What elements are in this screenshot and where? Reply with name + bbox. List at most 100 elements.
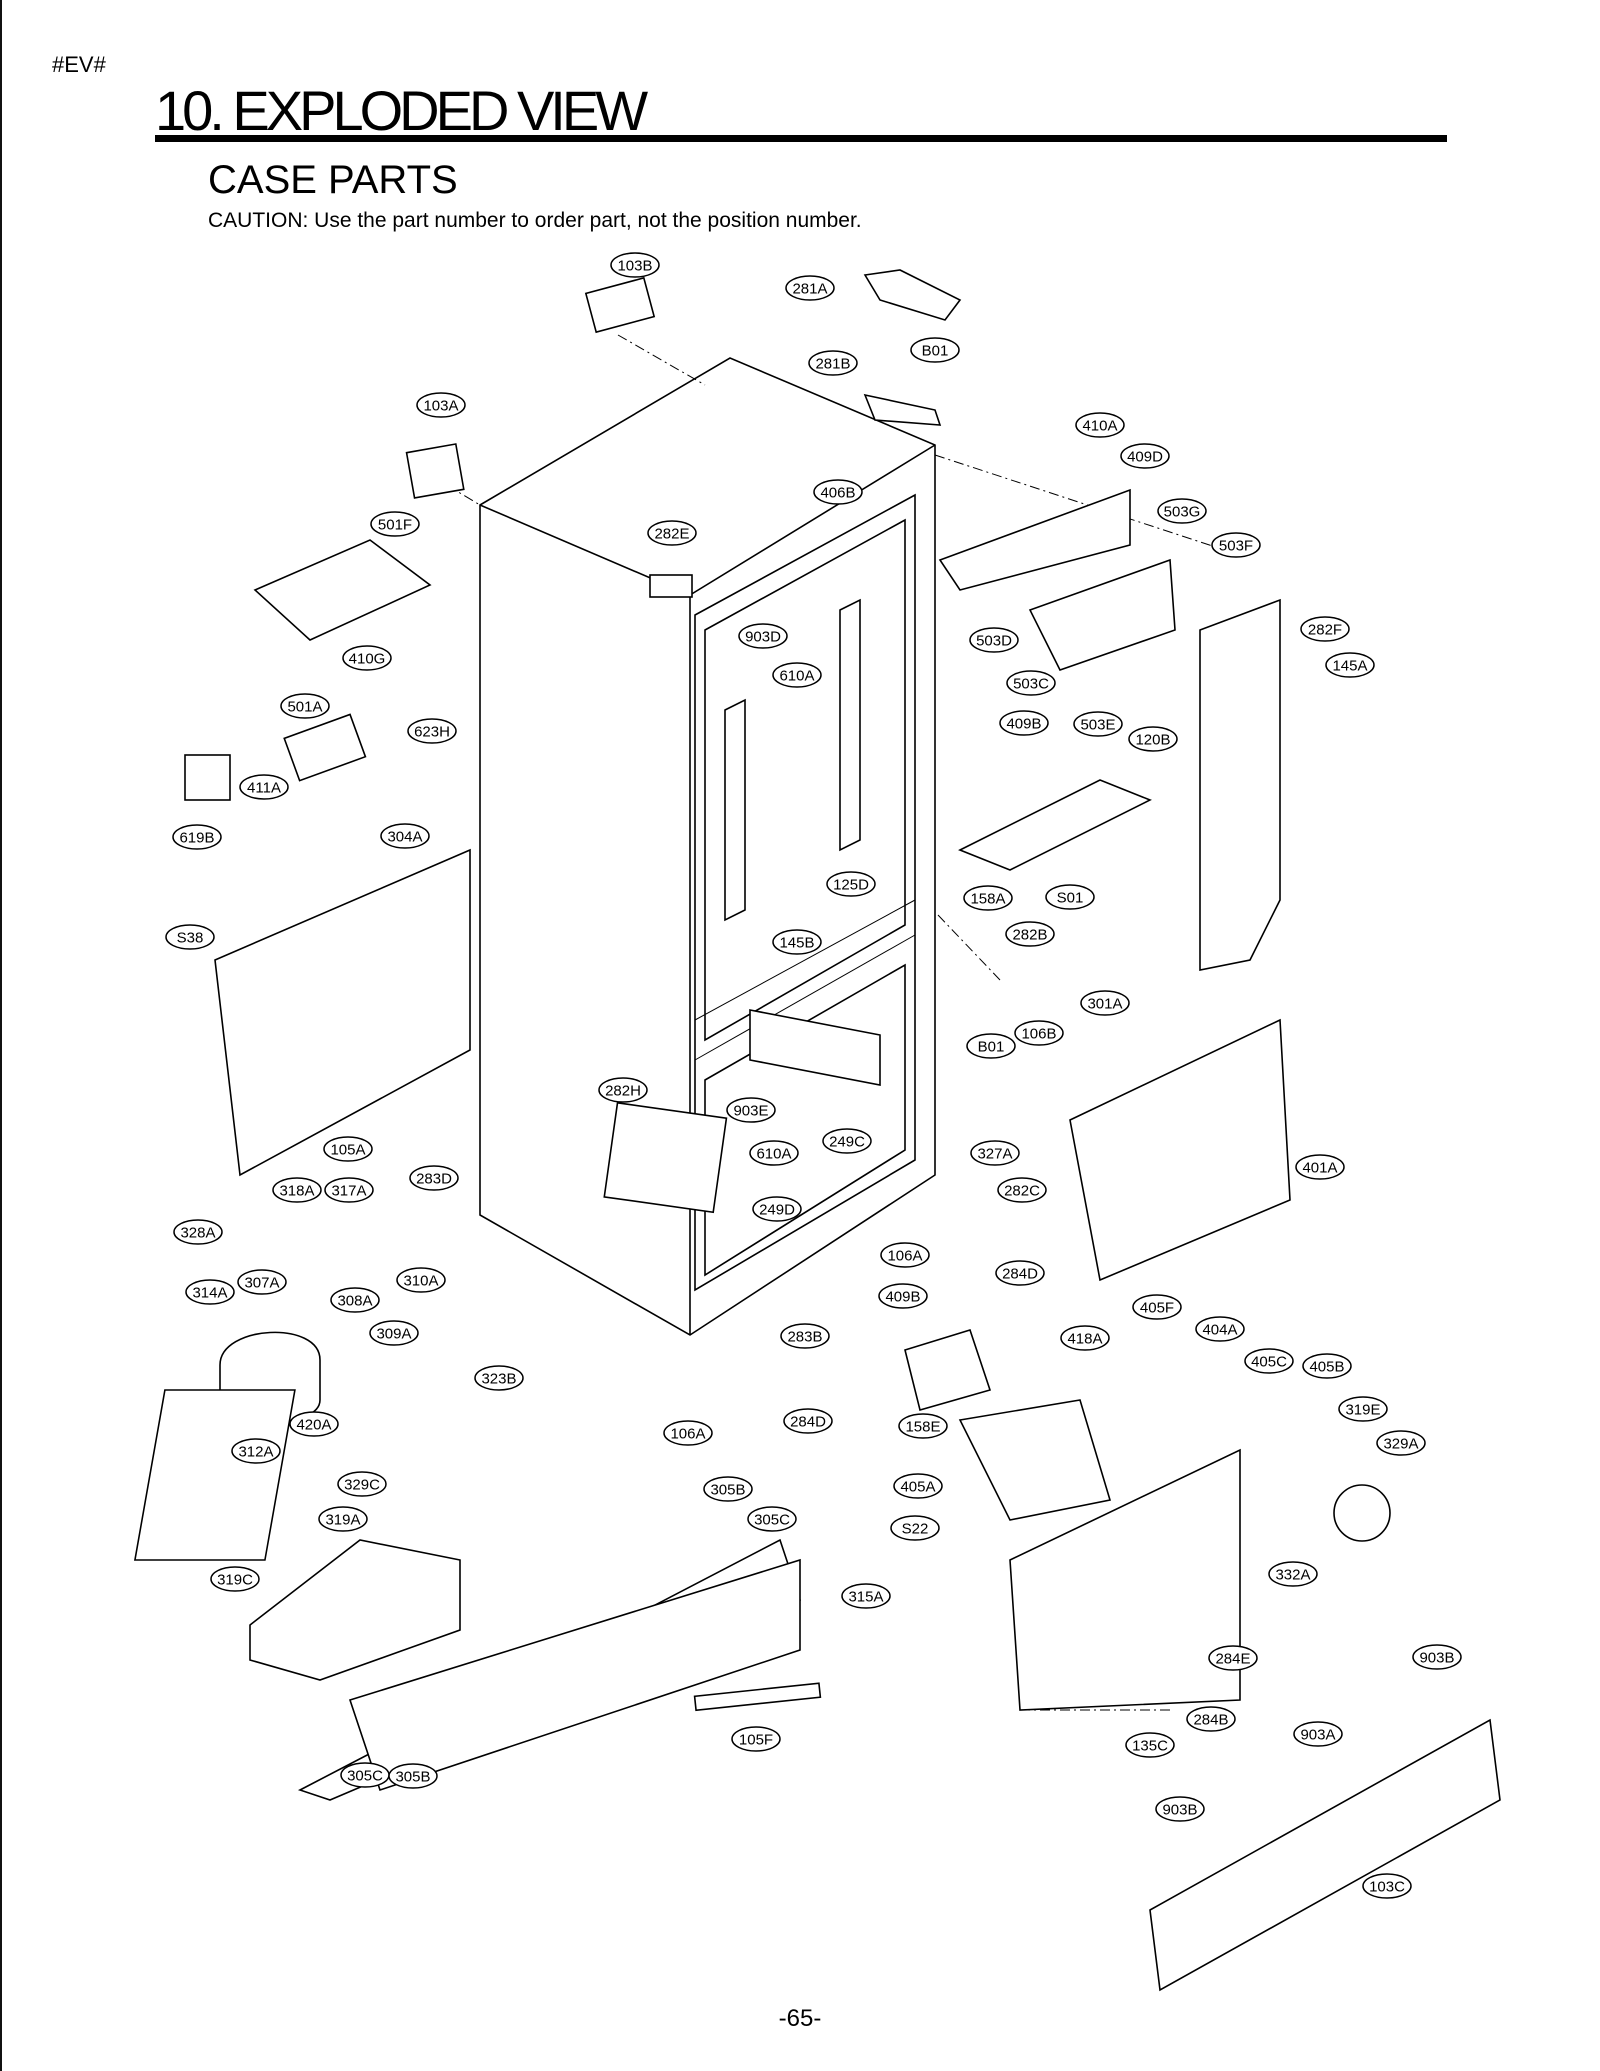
part-callout: 281A (785, 275, 835, 301)
part-callout: 158A (963, 885, 1013, 911)
callout-label: 903B (1419, 1650, 1454, 1667)
callout-ellipse (1195, 1316, 1245, 1342)
callout-ellipse (1186, 1706, 1236, 1732)
part-callout: 282H (598, 1077, 648, 1103)
callout-label: 410G (349, 651, 386, 668)
part-callout: 409B (878, 1283, 928, 1309)
callout-label: 304A (387, 829, 422, 846)
part-callout: 903B (1412, 1644, 1462, 1670)
callout-ellipse (783, 1408, 833, 1434)
part-callout: 319E (1338, 1396, 1388, 1422)
callout-label: 411A (247, 780, 281, 797)
callout-ellipse (610, 252, 660, 278)
callout-label: 305C (347, 1768, 383, 1785)
callout-ellipse (1268, 1561, 1318, 1587)
part-callout: 305B (388, 1763, 438, 1789)
callout-label: 619B (179, 830, 214, 847)
callout-label: 409B (1006, 716, 1041, 733)
part-callout: 503G (1157, 498, 1207, 524)
callout-ellipse (237, 1269, 287, 1295)
callout-label: 249D (759, 1202, 795, 1219)
callout-ellipse (878, 1283, 928, 1309)
callout-label: 315A (848, 1589, 883, 1606)
page-number: -65- (778, 2005, 822, 2032)
part-callout: 323B (474, 1365, 524, 1391)
callout-label: 418A (1067, 1331, 1102, 1348)
part-callout: 307A (237, 1269, 287, 1295)
callout-label: 158A (970, 891, 1005, 908)
callout-ellipse (997, 1177, 1047, 1203)
callout-ellipse (1211, 532, 1261, 558)
callout-label: 401A (1302, 1160, 1337, 1177)
part-callout: 309A (369, 1320, 419, 1346)
part-callout: 103B (610, 252, 660, 278)
callout-ellipse (747, 1506, 797, 1532)
callout-label: 503D (976, 633, 1012, 650)
part-callout: 319C (210, 1566, 260, 1592)
callout-ellipse (813, 479, 863, 505)
callout-label: 103A (423, 398, 458, 415)
part-callout: 503D (969, 627, 1019, 653)
callout-ellipse (337, 1471, 387, 1497)
part-callout: S22 (890, 1515, 940, 1541)
callout-ellipse (380, 823, 430, 849)
callout-label: 145A (1332, 658, 1367, 675)
part-callout: 282E (647, 520, 697, 546)
callout-ellipse (409, 1165, 459, 1191)
callout-label: 283D (416, 1171, 452, 1188)
callout-label: S38 (177, 930, 204, 947)
callout-label: 328A (180, 1225, 215, 1242)
callout-ellipse (749, 1140, 799, 1166)
part-callout: 329A (1376, 1430, 1426, 1456)
callout-label: 610A (756, 1146, 791, 1163)
part-callout: 327A (970, 1140, 1020, 1166)
part-callout: 158E (898, 1413, 948, 1439)
callout-label: 903D (745, 629, 781, 646)
callout-label: S22 (902, 1521, 929, 1538)
callout-ellipse (910, 337, 960, 363)
callout-label: 405B (1309, 1359, 1344, 1376)
part-callout: 305C (340, 1762, 390, 1788)
part-callout: 328A (173, 1219, 223, 1245)
callout-ellipse (1300, 616, 1350, 642)
callout-label: 282F (1308, 622, 1342, 639)
callout-ellipse (1412, 1644, 1462, 1670)
part-callout: 405F (1132, 1294, 1182, 1320)
callout-label: 503F (1219, 538, 1253, 555)
part-callout: 619B (172, 824, 222, 850)
callout-label: 329C (344, 1477, 380, 1494)
callout-label: 404A (1202, 1322, 1237, 1339)
part-callout: 103A (416, 392, 466, 418)
title-rule (155, 135, 1447, 142)
part-callout: 282F (1300, 616, 1350, 642)
part-callout: 105A (323, 1136, 373, 1162)
part-callout: 282C (997, 1177, 1047, 1203)
callout-ellipse (1325, 652, 1375, 678)
callout-ellipse (890, 1515, 940, 1541)
callout-label: 501F (378, 517, 412, 534)
callout-ellipse (1376, 1430, 1426, 1456)
callout-ellipse (280, 693, 330, 719)
callout-label: 103C (1369, 1879, 1405, 1896)
callout-ellipse (647, 520, 697, 546)
callout-ellipse (342, 645, 392, 671)
part-callout: 503C (1006, 670, 1056, 696)
callout-ellipse (598, 1077, 648, 1103)
cabinet-drawing (479, 357, 936, 1336)
callout-ellipse (995, 1260, 1045, 1286)
callout-ellipse (822, 1128, 872, 1154)
part-callout: 304A (380, 823, 430, 849)
part-callout: 317A (324, 1177, 374, 1203)
part-callout: 305C (747, 1506, 797, 1532)
callout-label: 284B (1193, 1712, 1228, 1729)
callout-ellipse (1120, 443, 1170, 469)
callout-ellipse (841, 1583, 891, 1609)
callout-label: 301A (1087, 996, 1122, 1013)
part-callout: 281B (808, 350, 858, 376)
part-callout: 284B (1186, 1706, 1236, 1732)
part-callout: 249D (752, 1196, 802, 1222)
callout-ellipse (1128, 726, 1178, 752)
part-callout: 301A (1080, 990, 1130, 1016)
callout-ellipse (416, 392, 466, 418)
